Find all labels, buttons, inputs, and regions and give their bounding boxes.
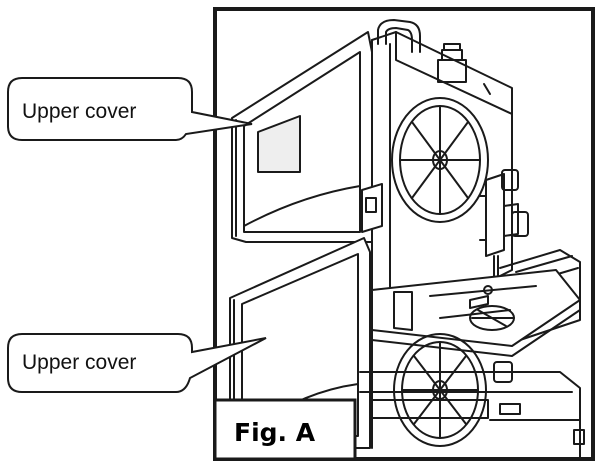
callout-label-2: Upper cover [22,351,136,374]
callout-bubble-2 [7,333,267,393]
saw-frame [371,19,513,449]
upper-wheel [391,97,489,223]
figure-label: Fig. A [234,418,316,447]
callout-upper-cover-2: Upper cover [7,333,267,393]
figure-label-box: Fig. A [213,398,357,461]
work-table [371,269,581,357]
callout-bubble-1 [7,77,253,141]
bandsaw-drawing [229,19,585,460]
figure-frame [213,7,595,461]
callout-upper-cover-1: Upper cover [7,77,253,141]
switch-box [361,183,383,233]
base-cabinet [359,371,585,460]
lower-wheel [393,333,487,447]
upper-open-door [231,31,373,243]
callout-label-1: Upper cover [22,100,136,123]
